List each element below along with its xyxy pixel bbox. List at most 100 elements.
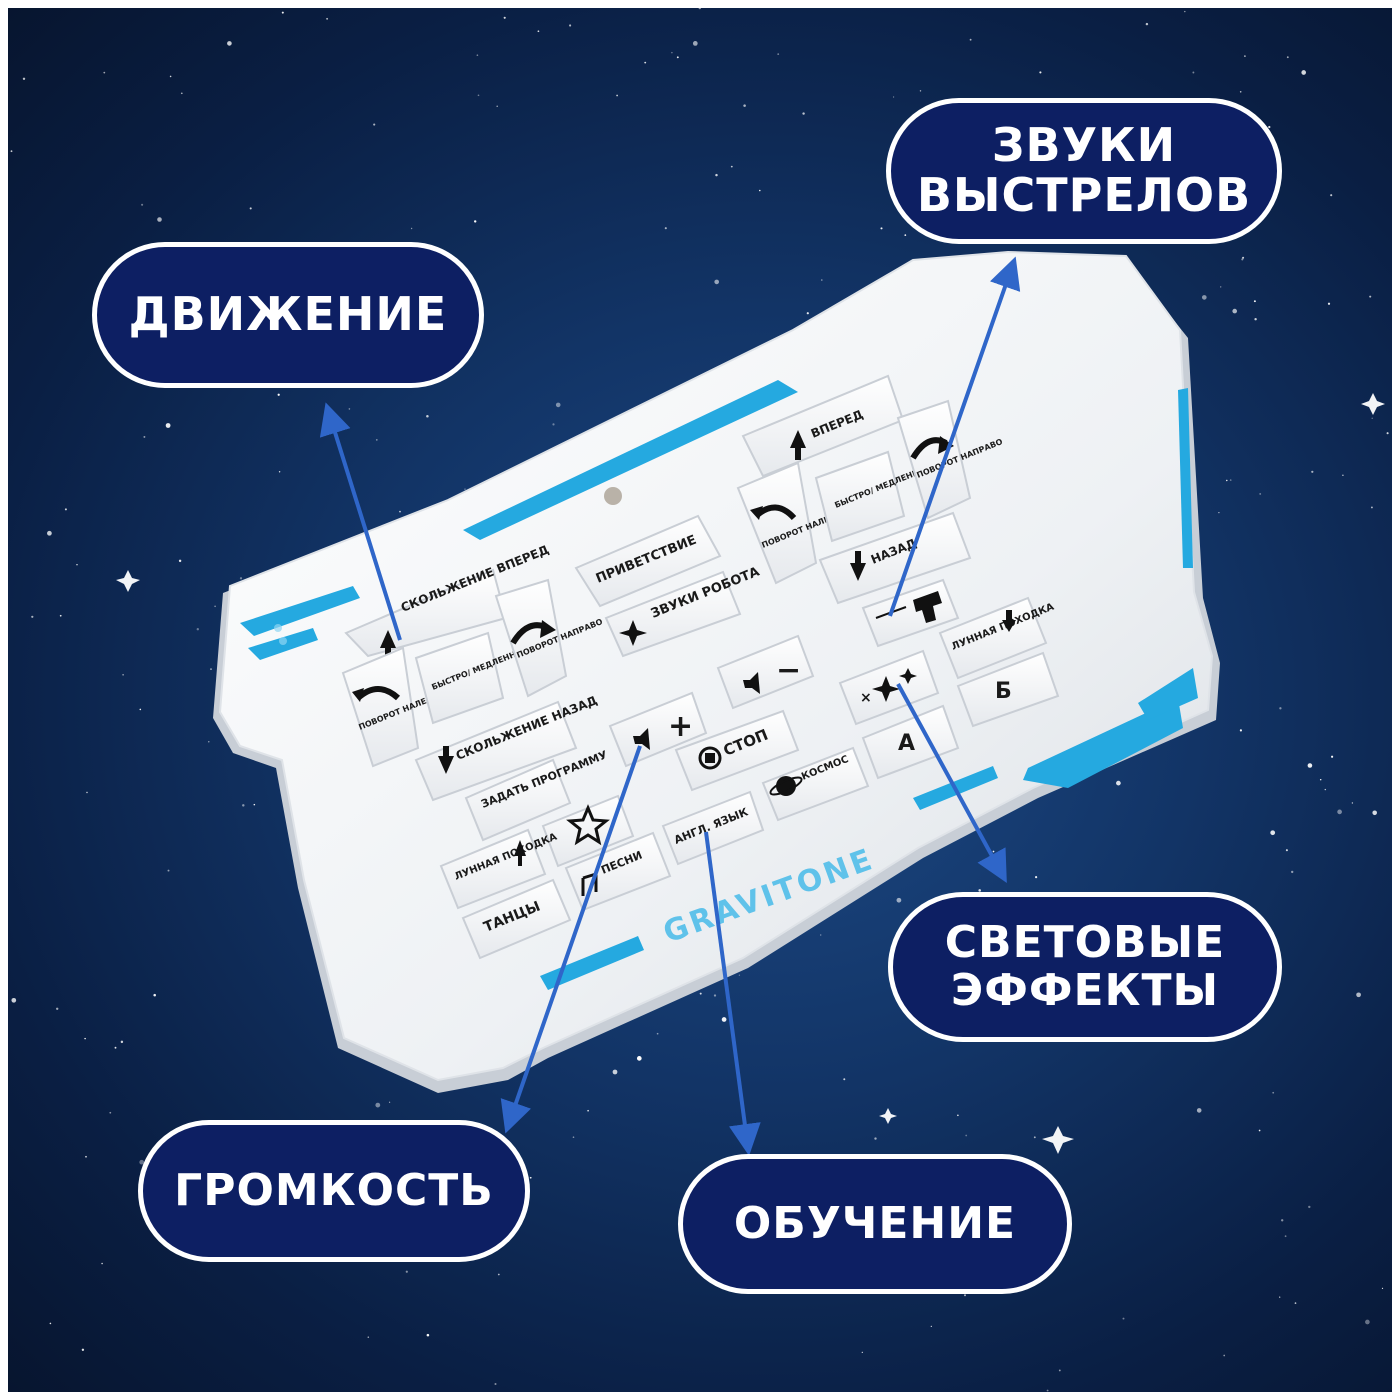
star	[157, 217, 162, 222]
star	[969, 38, 972, 41]
star	[1342, 474, 1344, 476]
star	[196, 628, 199, 631]
right-moonwalk-button[interactable]: ЛУННАЯ ПОХОДКА	[938, 596, 1056, 680]
star-button[interactable]	[541, 794, 635, 868]
star	[1319, 778, 1322, 781]
svg-text:×: ×	[860, 690, 872, 706]
shot-sounds-line-2: ВЫСТРЕЛОВ	[916, 168, 1252, 222]
star	[1270, 830, 1276, 836]
svg-text:Б: Б	[995, 679, 1012, 704]
star	[86, 791, 88, 794]
button-a[interactable]: А	[861, 704, 960, 780]
star	[1035, 876, 1038, 879]
star	[1356, 992, 1361, 998]
star	[698, 8, 701, 10]
star	[1286, 56, 1289, 59]
star	[874, 1137, 877, 1140]
star	[569, 24, 572, 27]
star	[587, 1109, 589, 1112]
star	[1223, 1354, 1226, 1357]
star	[529, 1176, 532, 1179]
star	[242, 804, 245, 807]
star	[208, 741, 210, 743]
star	[47, 530, 52, 536]
star	[1308, 1205, 1311, 1209]
movement-label: ДВИЖЕНИЕ	[92, 242, 484, 388]
star	[1370, 506, 1373, 509]
star	[278, 471, 281, 473]
star	[1301, 70, 1307, 75]
volume-down-button[interactable]: −	[716, 634, 815, 710]
button-b[interactable]: Б	[956, 651, 1060, 728]
star	[153, 993, 156, 997]
star	[1239, 91, 1242, 93]
star	[636, 1056, 642, 1061]
star	[1272, 1091, 1275, 1094]
star	[399, 510, 401, 513]
star	[715, 173, 718, 177]
star	[1258, 1129, 1261, 1132]
shot-sounds-arrow	[888, 256, 1021, 617]
star	[496, 105, 498, 107]
star	[22, 77, 26, 81]
star	[141, 203, 144, 206]
star	[11, 997, 17, 1003]
star	[644, 61, 647, 64]
star	[1311, 470, 1314, 473]
star	[426, 1333, 430, 1337]
star	[473, 220, 477, 223]
star	[612, 1069, 618, 1075]
forward-button[interactable]: ВПЕРЕД	[741, 374, 905, 478]
star	[139, 708, 142, 711]
star	[1184, 10, 1186, 13]
star	[730, 165, 733, 168]
star	[1232, 308, 1238, 314]
star	[671, 51, 673, 54]
star	[405, 1270, 408, 1273]
volume-arrow	[500, 745, 642, 1134]
star	[777, 53, 780, 55]
light-effects-label: СВЕТОВЫЕ ЭФФЕКТЫ	[888, 892, 1282, 1042]
light-effects-button[interactable]: ×	[838, 649, 940, 726]
star	[59, 614, 62, 617]
star	[122, 674, 124, 676]
star	[714, 279, 720, 285]
star	[49, 1322, 52, 1325]
star	[277, 393, 280, 396]
star	[1327, 302, 1331, 305]
svg-text:А: А	[898, 731, 915, 756]
star	[169, 75, 172, 78]
star	[64, 508, 67, 511]
star	[820, 934, 822, 936]
volume-label-text: ГРОМКОСТЬ	[174, 1165, 494, 1217]
star	[476, 54, 479, 57]
star	[1369, 295, 1372, 298]
volume-label: ГРОМКОСТЬ	[138, 1120, 530, 1262]
star	[1192, 71, 1195, 74]
shot-button[interactable]	[861, 578, 960, 648]
callout-arrows	[319, 256, 1021, 1156]
volume-up-button[interactable]: +	[608, 691, 708, 768]
songs-button[interactable]: ПЕСНИ	[564, 831, 672, 912]
star	[1331, 755, 1334, 758]
star	[120, 1040, 124, 1044]
star	[1226, 479, 1228, 482]
svg-text:+: +	[668, 709, 693, 744]
star	[964, 1294, 966, 1297]
star	[930, 1325, 932, 1327]
star	[880, 227, 883, 230]
star	[1279, 707, 1282, 710]
stop-button[interactable]: СТОП	[674, 709, 800, 792]
left-fast-slow-button[interactable]: БЫСТРО/ МЕДЛЕННО	[414, 631, 524, 725]
star	[388, 1101, 391, 1103]
star	[375, 1102, 381, 1108]
star	[692, 41, 698, 46]
star	[494, 1382, 497, 1386]
cosmos-button[interactable]: КОСМОС	[761, 746, 870, 822]
star	[676, 56, 679, 59]
star	[167, 869, 170, 872]
star	[1351, 802, 1354, 804]
star	[214, 605, 216, 608]
star	[537, 30, 540, 33]
learning-label-text: ОБУЧЕНИЕ	[733, 1198, 1017, 1250]
